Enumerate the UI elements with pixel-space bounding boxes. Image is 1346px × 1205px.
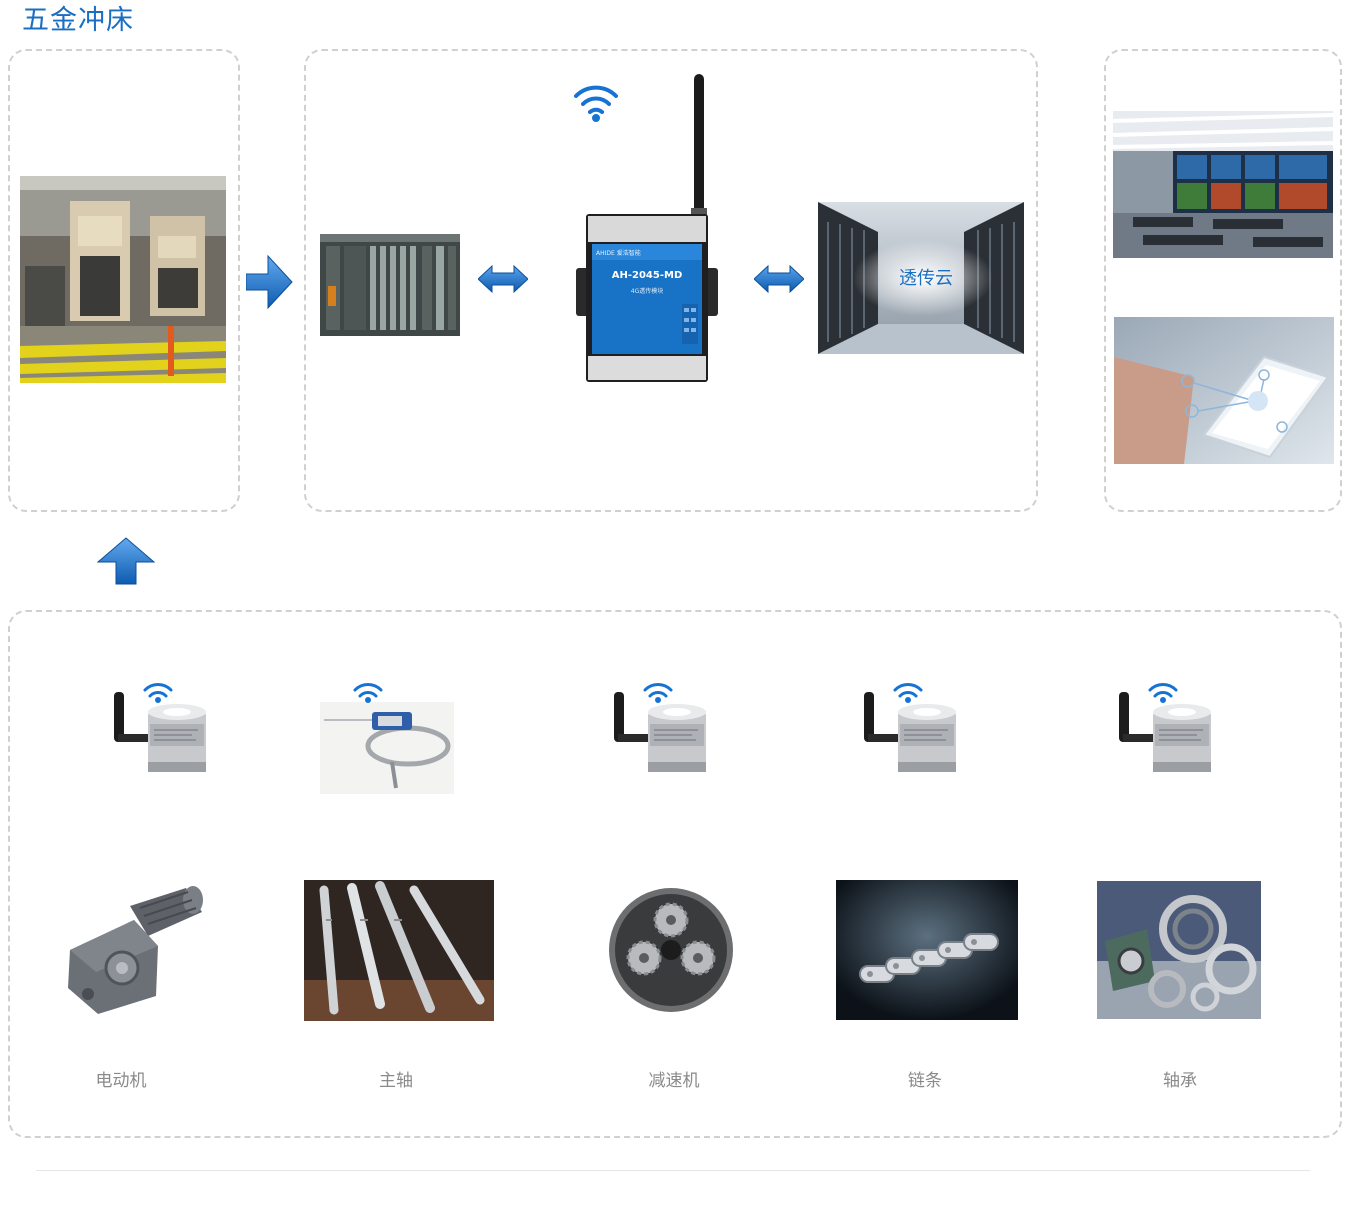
spindle-image <box>304 880 494 1021</box>
sensor-group-box <box>8 610 1342 1138</box>
component-label-reducer: 减速机 <box>648 1071 700 1091</box>
component-label-motor: 电动机 <box>95 1071 147 1091</box>
bearing-image <box>1097 881 1261 1019</box>
double-arrow-icon <box>478 264 528 294</box>
wireless-vibration-sensor <box>614 683 706 772</box>
dtu-brand-label: AHIDE 爱浩智能 <box>596 250 641 257</box>
component-label-chain: 链条 <box>908 1071 942 1091</box>
component-label-bearing: 轴承 <box>1163 1071 1197 1091</box>
control-room-image <box>1113 111 1333 258</box>
dtu-4g-module: AHIDE 爱浩智能 AH-2045-MD 4G透传模块 <box>574 72 720 384</box>
dtu-model-label: AH-2045-MD <box>611 270 683 281</box>
motor-image <box>68 886 203 1014</box>
chain-image <box>836 880 1018 1020</box>
press-group-box <box>8 49 240 512</box>
arrow-right-icon <box>246 254 293 310</box>
wireless-vibration-sensor <box>114 683 206 772</box>
arrow-up-icon <box>96 537 156 585</box>
dtu-subtitle-label: 4G透传模块 <box>630 288 664 295</box>
network-group-box <box>304 49 1038 512</box>
displacement-sensor <box>320 683 454 794</box>
stamping-press-image <box>20 176 226 383</box>
wireless-vibration-sensor <box>864 683 956 772</box>
wireless-vibration-sensor <box>1119 683 1211 772</box>
page-title: 五金冲床 <box>22 5 134 36</box>
display-group-box <box>1104 49 1342 512</box>
reducer-image <box>609 888 733 1012</box>
mobile-app-image <box>1114 317 1334 464</box>
wifi-icon <box>574 85 618 122</box>
plc-image <box>318 230 462 338</box>
cloud-label: 透传云 <box>899 268 953 289</box>
footer-divider <box>36 1170 1310 1171</box>
component-label-spindle: 主轴 <box>379 1071 413 1091</box>
double-arrow-icon <box>754 264 804 294</box>
cloud-server-image: 透传云 <box>818 202 1024 354</box>
